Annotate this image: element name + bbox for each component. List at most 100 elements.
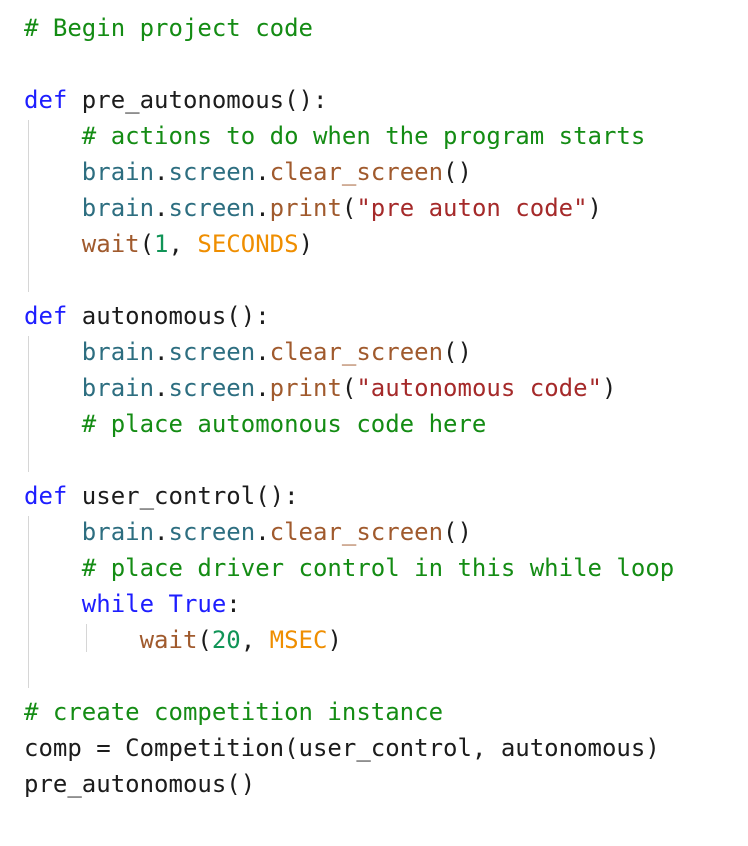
token-keyword: def: [24, 302, 68, 330]
indent-guide: [28, 336, 29, 472]
token-plain: [24, 194, 82, 222]
token-plain: (: [341, 194, 357, 222]
token-keyword: True: [168, 590, 227, 618]
token-plain: ): [587, 194, 602, 222]
token-object: brain: [81, 158, 155, 186]
indent-guide: [28, 516, 29, 688]
token-plain: comp = Competition(user_control, autonom…: [24, 734, 660, 762]
token-plain: autonomous():: [67, 302, 270, 330]
token-plain: .: [255, 518, 270, 546]
token-object: screen: [168, 374, 256, 402]
token-string: "pre auton code": [356, 194, 588, 222]
token-plain: (): [443, 338, 472, 366]
token-keyword: def: [24, 86, 68, 114]
token-constant: MSEC: [269, 626, 328, 654]
token-plain: [24, 554, 82, 582]
token-plain: [24, 590, 82, 618]
token-plain: .: [255, 338, 270, 366]
token-function: clear_screen: [269, 338, 444, 366]
token-comment: # place driver control in this while loo…: [81, 554, 675, 582]
token-object: screen: [168, 518, 256, 546]
token-function: wait: [139, 626, 198, 654]
token-constant: SECONDS: [197, 230, 299, 258]
token-string: "autonomous code": [356, 374, 602, 402]
code-line[interactable]: pre_autonomous(): [24, 766, 748, 802]
token-comment: # Begin project code: [24, 14, 313, 42]
code-line[interactable]: # place automonous code here: [24, 406, 748, 442]
token-plain: (: [197, 626, 212, 654]
token-object: screen: [168, 338, 256, 366]
token-plain: .: [154, 518, 169, 546]
code-line[interactable]: wait(20, MSEC): [24, 622, 748, 658]
indent-guide: [85, 624, 87, 652]
token-plain: ): [327, 626, 342, 654]
code-line[interactable]: def autonomous():: [24, 298, 748, 334]
token-comment: # actions to do when the program starts: [81, 122, 646, 150]
token-plain: .: [154, 194, 169, 222]
token-plain: :: [226, 590, 241, 618]
token-plain: [24, 626, 140, 654]
token-number: 1: [154, 230, 169, 258]
code-line[interactable]: wait(1, SECONDS): [24, 226, 748, 262]
token-function: clear_screen: [269, 158, 444, 186]
code-line[interactable]: brain.screen.clear_screen(): [24, 154, 748, 190]
token-plain: .: [255, 194, 270, 222]
code-line[interactable]: brain.screen.print("autonomous code"): [24, 370, 748, 406]
code-line[interactable]: brain.screen.clear_screen(): [24, 514, 748, 550]
token-object: brain: [81, 338, 155, 366]
token-plain: [24, 338, 82, 366]
code-line[interactable]: def pre_autonomous():: [24, 82, 748, 118]
token-plain: .: [154, 158, 169, 186]
token-plain: (): [443, 158, 472, 186]
token-plain: [24, 374, 82, 402]
code-line[interactable]: [24, 262, 748, 298]
token-object: brain: [81, 374, 155, 402]
token-function: print: [269, 374, 342, 402]
token-plain: (): [443, 518, 472, 546]
token-plain: .: [255, 158, 270, 186]
token-plain: [154, 590, 168, 618]
code-line[interactable]: # actions to do when the program starts: [24, 118, 748, 154]
code-line[interactable]: while True:: [24, 586, 748, 622]
token-plain: .: [154, 374, 169, 402]
token-plain: pre_autonomous():: [67, 86, 328, 114]
token-plain: [24, 518, 82, 546]
token-comment: # create competition instance: [24, 698, 444, 726]
token-plain: [24, 230, 82, 258]
token-keyword: def: [24, 482, 68, 510]
token-function: wait: [81, 230, 140, 258]
token-plain: ): [602, 374, 617, 402]
indent-guide: [28, 120, 29, 292]
code-line[interactable]: brain.screen.clear_screen(): [24, 334, 748, 370]
token-plain: (: [341, 374, 357, 402]
token-function: clear_screen: [269, 518, 444, 546]
token-plain: .: [255, 374, 270, 402]
token-object: screen: [168, 194, 256, 222]
code-line[interactable]: # place driver control in this while loo…: [24, 550, 748, 586]
token-plain: [24, 158, 82, 186]
token-object: brain: [81, 194, 155, 222]
code-line[interactable]: [24, 658, 748, 694]
code-line[interactable]: [24, 46, 748, 82]
token-plain: [24, 410, 82, 438]
token-object: brain: [81, 518, 155, 546]
token-plain: .: [154, 338, 169, 366]
token-plain: user_control():: [67, 482, 299, 510]
token-plain: ): [298, 230, 314, 258]
token-keyword: while: [81, 590, 155, 618]
token-number: 20: [211, 626, 241, 654]
code-line[interactable]: comp = Competition(user_control, autonom…: [24, 730, 748, 766]
token-plain: pre_autonomous(): [24, 770, 256, 798]
token-function: print: [269, 194, 342, 222]
token-plain: ,: [168, 230, 198, 258]
code-line[interactable]: # Begin project code: [24, 10, 748, 46]
code-line[interactable]: def user_control():: [24, 478, 748, 514]
code-line[interactable]: # create competition instance: [24, 694, 748, 730]
code-line[interactable]: brain.screen.print("pre auton code"): [24, 190, 748, 226]
code-line[interactable]: [24, 442, 748, 478]
token-comment: # place automonous code here: [81, 410, 487, 438]
token-object: screen: [168, 158, 256, 186]
token-plain: (: [139, 230, 155, 258]
token-plain: [24, 122, 82, 150]
